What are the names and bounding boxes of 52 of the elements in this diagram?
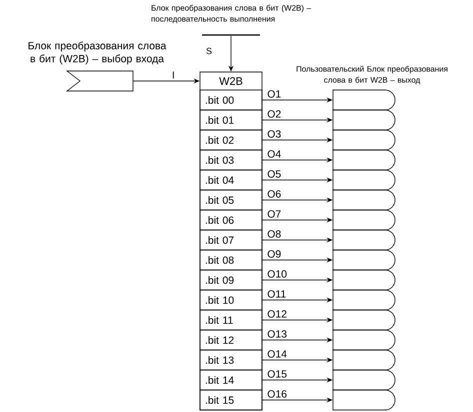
output-symbol [332, 250, 396, 270]
output-symbol [332, 130, 396, 150]
edge-label: O2 [268, 110, 281, 118]
bit-row: .bit 07 [200, 230, 262, 250]
output-symbol [332, 370, 396, 390]
bit-row: .bit 12 [200, 330, 262, 350]
bit-row: .bit 01 [200, 110, 262, 130]
bit-row: .bit 11 [200, 310, 262, 330]
edge-label: O15 [268, 370, 287, 378]
annotation: Блок преобразования слова в бит (W2B) – выбор входа [28, 42, 166, 64]
edge-label: O11 [268, 290, 286, 298]
edge-label: O7 [268, 210, 281, 218]
edge-label: O9 [268, 250, 281, 258]
edge-label: O4 [268, 150, 281, 158]
bit-row: .bit 13 [200, 350, 262, 370]
edge-label: O10 [268, 270, 287, 278]
input-tag [66, 70, 134, 92]
output-symbol [332, 330, 396, 350]
bit-row: .bit 10 [200, 290, 262, 310]
bit-row: .bit 15 [200, 390, 262, 410]
output-symbol [332, 310, 396, 330]
bit-row: .bit 00 [200, 90, 262, 110]
edge-label: S [206, 48, 212, 54]
bit-row: .bit 08 [200, 250, 262, 270]
bit-row: .bit 09 [200, 270, 262, 290]
edge-label: O12 [268, 310, 286, 318]
bit-row: .bit 05 [200, 190, 262, 210]
edge-label: I [172, 72, 174, 78]
edge-label: O3 [268, 130, 281, 138]
bit-row: .bit 14 [200, 370, 262, 390]
output-symbol [332, 90, 396, 110]
edge-label: O5 [268, 170, 281, 178]
output-symbol [332, 150, 396, 170]
output-symbol [332, 170, 396, 190]
output-symbol [332, 270, 396, 290]
edge-label: O6 [268, 190, 281, 198]
output-symbol [332, 210, 396, 230]
bit-row: .bit 02 [200, 130, 262, 150]
bit-row: .bit 06 [200, 210, 262, 230]
output-symbol [332, 110, 396, 130]
output-symbol [332, 350, 396, 370]
edge-label: O13 [268, 330, 287, 338]
output-symbol [332, 290, 396, 310]
output-symbol [332, 230, 396, 250]
output-symbol [332, 390, 396, 410]
bit-row: .bit 03 [200, 150, 262, 170]
edge-label: O16 [268, 390, 287, 398]
output-symbol [332, 190, 396, 210]
edge-label: O1 [268, 90, 281, 98]
bit-row: .bit 04 [200, 170, 262, 190]
edge-label: O8 [268, 230, 281, 238]
edge-label: O14 [268, 350, 287, 358]
